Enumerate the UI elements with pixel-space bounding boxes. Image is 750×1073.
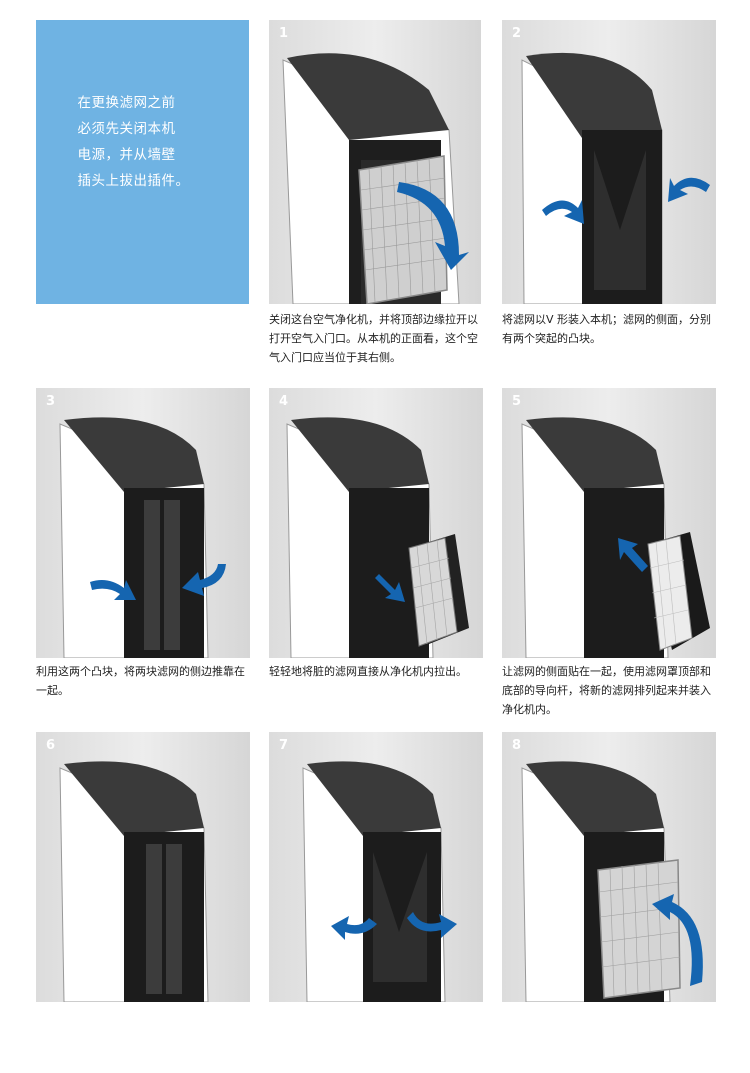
arrow-right-icon [407,912,457,938]
step-1-image: 1 [269,20,481,304]
step-5-image: 5 [502,388,716,658]
purifier-illustration [302,761,457,1002]
purifier-illustration [282,53,469,304]
arrow-right-icon [668,177,710,202]
arrow-right-icon [90,580,136,600]
purifier-illustration [59,761,209,1002]
arrow-left-icon [542,200,584,224]
step-4-caption: 轻轻地将脏的滤网直接从净化机内拉出。 [269,665,467,678]
arrow-icon [652,894,703,986]
arrow-icon [375,574,405,602]
dirty-filter [408,534,469,647]
purifier-illustration [521,417,710,658]
arrow-left-icon [331,916,377,940]
notice-line: 必须先关闭本机 [77,121,176,137]
purifier-illustration [286,417,469,658]
new-filter [647,532,710,651]
purifier-illustration [521,761,703,1002]
step-2-image: 2 [502,20,716,304]
step-number: 1 [279,26,289,41]
warning-notice-box: 在更换滤网之前 必须先关闭本机 电源，并从墙壁 插头上拔出插件。 [36,20,249,304]
notice-line: 电源，并从墙壁 [77,147,176,163]
arrow-icon [618,538,648,572]
step-2-caption: 将滤网以V 形装入本机；滤网的侧面，分别有两个突起的凸块。 [502,313,712,345]
step-4-image: 4 [269,388,483,658]
notice-line: 在更换滤网之前 [77,95,176,111]
step-1-caption: 关闭这台空气净化机，并将顶部边缘拉开以打开空气入门口。从本机的正面看，这个空气入… [269,313,478,364]
arrow-icon [397,182,469,270]
purifier-illustration [59,417,226,658]
arrow-left-icon [182,564,226,596]
step-number: 6 [46,738,56,753]
filter-panel [597,859,681,999]
warning-notice-text: 在更换滤网之前 必须先关闭本机 电源，并从墙壁 插头上拔出插件。 [78,90,208,194]
step-3-caption: 利用这两个凸块，将两块滤网的侧边推靠在一起。 [36,665,245,697]
step-number: 8 [512,738,522,753]
filter-panel [358,155,448,304]
step-3-image: 3 [36,388,250,658]
notice-line: 插头上拔出插件。 [77,173,190,189]
step-number: 2 [512,26,522,41]
step-5-caption: 让滤网的侧面贴在一起，使用滤网罩顶部和底部的导向杆，将新的滤网排列起来并装入净化… [502,665,711,716]
step-number: 5 [512,394,522,409]
step-number: 4 [279,394,289,409]
step-7-image: 7 [269,732,483,1002]
purifier-illustration [521,52,710,304]
step-number: 3 [46,394,56,409]
step-6-image: 6 [36,732,250,1002]
step-8-image: 8 [502,732,716,1002]
step-number: 7 [279,738,289,753]
